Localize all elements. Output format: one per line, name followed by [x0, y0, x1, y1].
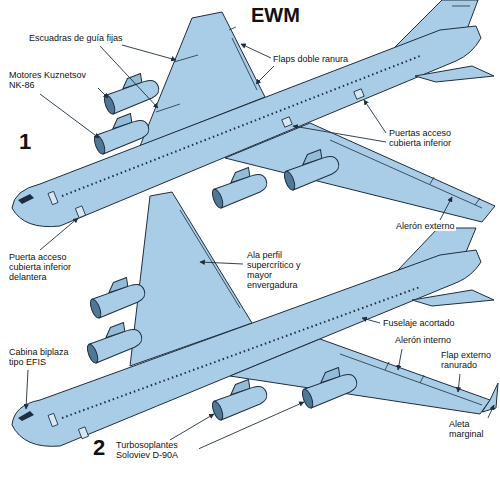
leader-line — [364, 100, 386, 133]
stabilizer — [412, 290, 494, 306]
leader-line — [362, 318, 380, 323]
inlet — [300, 388, 315, 410]
engine — [207, 163, 269, 209]
rudder-line — [452, 6, 470, 7]
door — [354, 89, 364, 99]
engine — [207, 375, 269, 421]
part-label: Puerta acceso cubierta inferior delanter… — [8, 252, 94, 282]
part-label: Alerón externo — [395, 221, 456, 231]
door — [75, 206, 85, 218]
part-label: Turbosoplantes Soloviev D-90A — [115, 440, 199, 460]
aircraft-one — [12, 0, 495, 227]
aileron-line — [420, 375, 424, 383]
part-label: Flaps doble ranura — [272, 54, 349, 64]
leader-line — [241, 44, 271, 58]
part-label: Flap externo ranurado — [440, 350, 497, 370]
leader-line — [200, 262, 243, 264]
leader-line — [122, 45, 176, 60]
door — [48, 413, 58, 426]
aileron-line — [475, 198, 480, 205]
leader-line — [458, 374, 460, 392]
engine — [85, 273, 147, 319]
leader-line — [100, 46, 158, 108]
leader-line — [440, 197, 452, 220]
leader-line — [293, 126, 386, 142]
leader-line — [256, 66, 274, 84]
leader-line — [488, 405, 494, 418]
aircraft-two — [12, 192, 498, 446]
door — [282, 117, 292, 127]
callout-number: 1 — [18, 130, 32, 155]
cockpit-window — [18, 411, 34, 421]
callout-number: 2 — [92, 436, 106, 461]
leader-line — [26, 370, 28, 409]
part-label: Escuadras de guía fijas — [28, 33, 124, 43]
wing-fence — [174, 55, 198, 62]
aileron-line — [385, 362, 389, 370]
flap-line — [330, 140, 482, 208]
part-label: Alerón interno — [394, 335, 452, 345]
aileron-line — [430, 177, 434, 184]
part-label: Ala perfil supercrítico y mayor envergad… — [246, 250, 320, 290]
leader-line — [40, 94, 99, 138]
flap-line — [180, 210, 240, 308]
part-label: Puertas acceso cubierta inferior — [388, 128, 470, 148]
door — [48, 191, 58, 204]
cockpit-window — [18, 194, 34, 204]
wing-fence — [156, 104, 180, 112]
leader-lines — [26, 44, 494, 450]
part-label: Aleta marginal — [448, 419, 497, 439]
near-wing — [225, 123, 495, 222]
watermark: EWM — [250, 4, 301, 26]
inlet — [210, 188, 225, 210]
inlet — [282, 170, 297, 192]
leader-line — [196, 402, 304, 450]
inlet — [210, 400, 225, 422]
part-label: Cabina biplaza tipo EFIS — [8, 347, 84, 367]
flap-line — [229, 27, 236, 30]
leader-line — [398, 349, 402, 370]
inlet — [85, 343, 100, 365]
engine — [297, 363, 359, 409]
engine — [279, 145, 341, 191]
door — [78, 427, 88, 439]
stabilizer — [415, 66, 494, 82]
inlet — [92, 134, 107, 156]
inlet — [102, 94, 117, 116]
winglet — [482, 383, 498, 412]
leader-line — [170, 414, 214, 440]
engine — [82, 318, 144, 364]
part-label: Fuselaje acortado — [382, 318, 456, 328]
part-label: Motores Kuznetsov NK-86 — [8, 70, 98, 90]
engine — [99, 69, 161, 115]
leader-line — [40, 218, 78, 250]
inlet — [88, 298, 103, 320]
